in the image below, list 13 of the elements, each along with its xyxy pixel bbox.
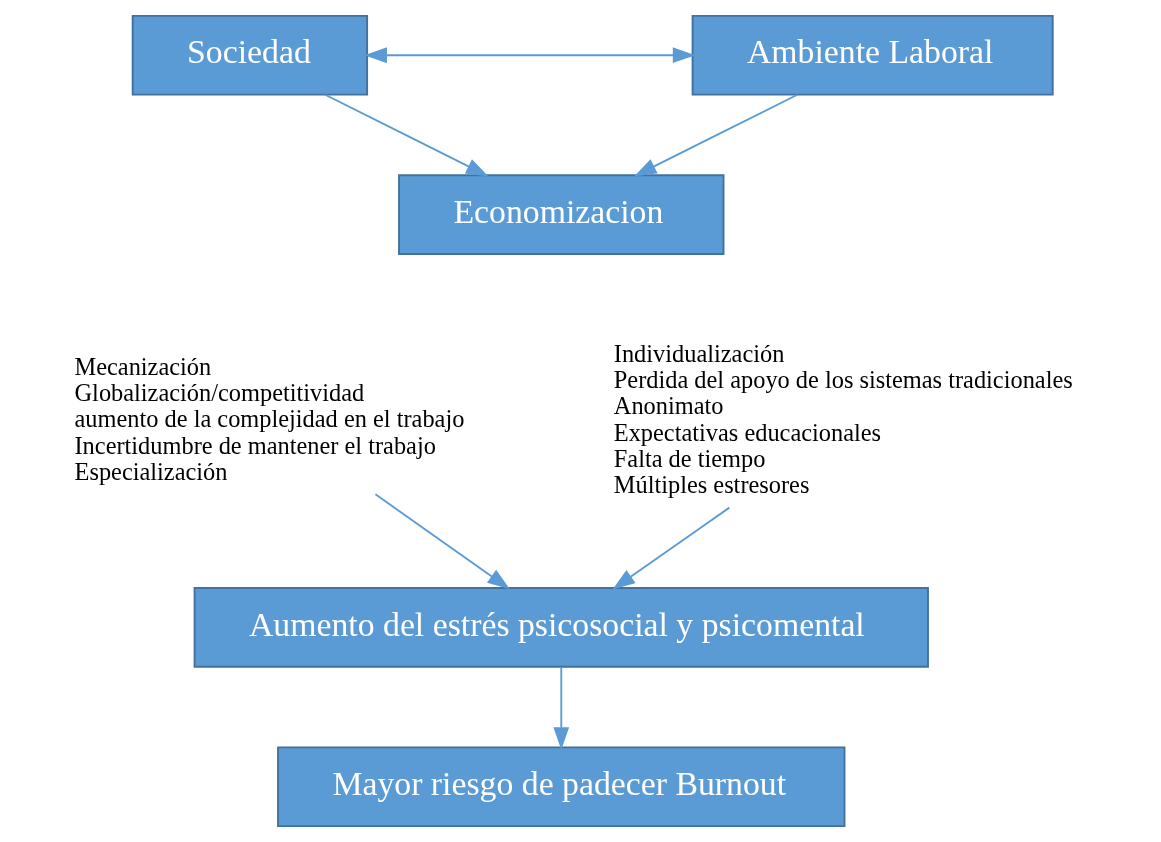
arrow <box>324 93 489 177</box>
node-box: Sociedad <box>131 14 369 96</box>
arrow <box>633 93 799 177</box>
node-text: Mecanización Globalización/competitividad aumento de la complejidad en el trabajo Incertidumbre de mantener el trabajo Especialización <box>74 352 465 485</box>
node-box: Economizacion <box>398 174 725 255</box>
arrow <box>553 665 570 750</box>
arrow <box>612 506 731 590</box>
arrow <box>374 493 510 590</box>
node-text: Individualización Perdida del apoyo de los sistemas tradicionales Anonimato Expectativas educacionales Falta de tiempo Múltiples estresores <box>613 339 1073 499</box>
node-box: Ambiente Laboral <box>691 14 1054 96</box>
arrow <box>364 47 696 64</box>
node-box: Aumento del estrés psicosocial y psicomental <box>193 587 929 668</box>
node-box: Mayor riesgo de padecer Burnout <box>277 746 846 828</box>
